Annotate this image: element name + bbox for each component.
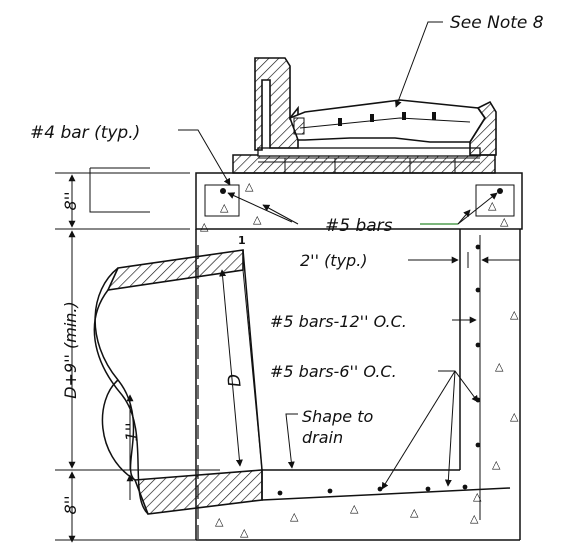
dim-pipe-offset-text: 1'' bbox=[122, 423, 141, 442]
svg-text:△: △ bbox=[253, 213, 262, 226]
svg-text:△: △ bbox=[245, 180, 254, 193]
frame-top-strip bbox=[257, 147, 481, 157]
frame-and-grate bbox=[232, 57, 497, 174]
inlet-pipe bbox=[93, 245, 263, 540]
bars5-label: #5 bars bbox=[325, 216, 393, 236]
shape-to-label: Shape to bbox=[302, 407, 373, 426]
bar4-label: #4 bar (typ.) bbox=[30, 123, 140, 143]
svg-text:△: △ bbox=[488, 199, 497, 212]
dim-top-slab: 8'' bbox=[55, 167, 190, 230]
slope-mark: 1 bbox=[238, 234, 246, 247]
bars12-label: #5 bars-12'' O.C. bbox=[270, 312, 407, 331]
right-bar-box bbox=[475, 184, 515, 217]
bars6-label: #5 bars-6'' O.C. bbox=[270, 362, 397, 381]
svg-text:△: △ bbox=[495, 360, 504, 373]
svg-text:△: △ bbox=[240, 526, 249, 539]
grate-body bbox=[288, 99, 486, 143]
frame-front-lip bbox=[469, 100, 497, 156]
svg-text:△: △ bbox=[470, 512, 479, 525]
dim-pipe-offset: 1'' bbox=[122, 394, 141, 500]
dim-bottom-slab: 8'' bbox=[55, 471, 196, 543]
svg-text:△: △ bbox=[492, 458, 501, 471]
svg-text:△: △ bbox=[220, 201, 229, 214]
left-bar-box bbox=[204, 184, 240, 217]
svg-text:△: △ bbox=[410, 506, 419, 519]
svg-text:△: △ bbox=[473, 490, 482, 503]
callouts: See Note 8 #4 bar (typ.) #5 bars 1 2'' (… bbox=[30, 13, 544, 490]
dim-wall-height: D+9'' (min.) bbox=[55, 230, 220, 471]
basin-box: △ △ △ △ △ △ △ △ △ △ △ bbox=[195, 229, 521, 541]
svg-text:△: △ bbox=[510, 410, 519, 423]
drain-label: drain bbox=[302, 428, 343, 447]
cover2-label: 2'' (typ.) bbox=[300, 251, 368, 270]
top-slab: △ △ △ △ △ △ bbox=[195, 172, 523, 233]
dim-wall-height-text: D+9'' (min.) bbox=[61, 301, 80, 399]
pipe-top-wall bbox=[106, 249, 244, 292]
svg-text:△: △ bbox=[510, 308, 519, 321]
svg-text:△: △ bbox=[500, 215, 509, 228]
svg-text:△: △ bbox=[215, 515, 224, 528]
see-note-label: See Note 8 bbox=[450, 13, 544, 33]
dim-pipe-dia-text: D bbox=[224, 373, 245, 388]
svg-text:△: △ bbox=[290, 510, 299, 523]
dim-bottom-slab-text: 8'' bbox=[61, 496, 80, 515]
svg-text:△: △ bbox=[200, 220, 209, 233]
frame-back-hood bbox=[254, 57, 299, 151]
svg-text:△: △ bbox=[350, 502, 359, 515]
dim-top-slab-text: 8'' bbox=[61, 192, 80, 211]
dim-pipe-dia: D bbox=[219, 269, 246, 467]
